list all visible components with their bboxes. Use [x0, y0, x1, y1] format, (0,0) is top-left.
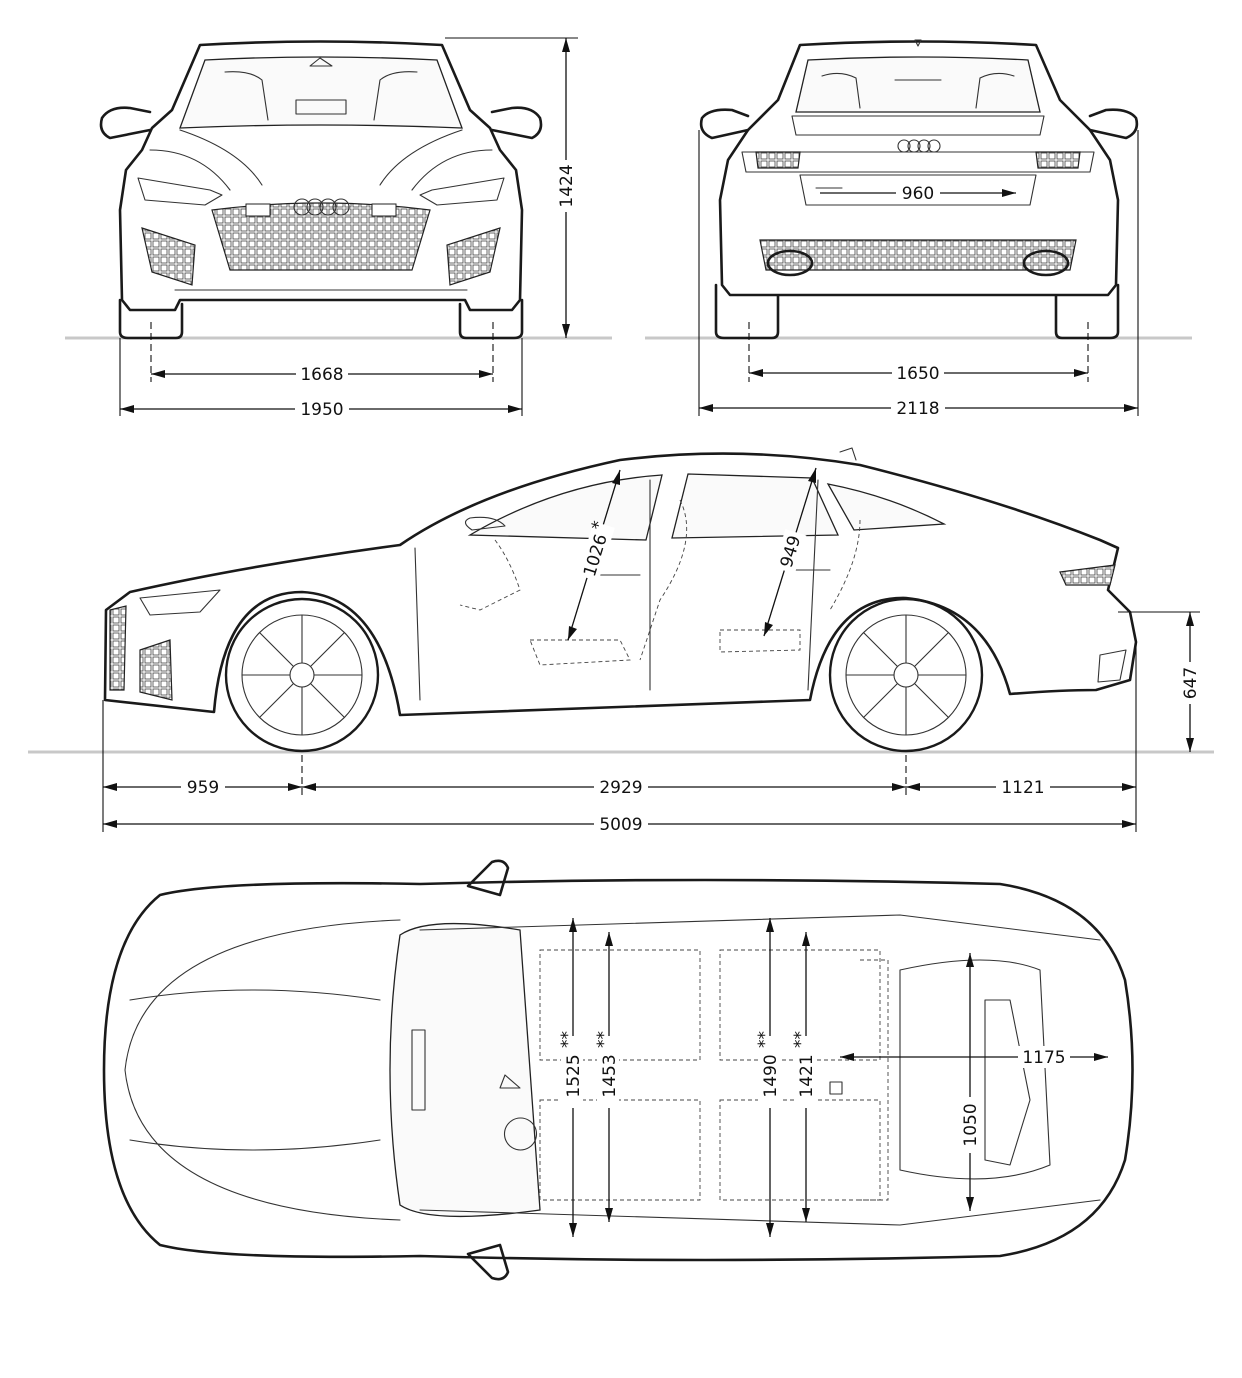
front-body-outline: [118, 40, 524, 312]
side-front-seat-ghost: [459, 539, 631, 666]
rear-antenna-icon: [914, 39, 922, 47]
top-seat-ghosts: [539, 949, 881, 1201]
dim-front-headroom: 1026: [580, 532, 612, 579]
dim-rear-elbow-mark: **: [791, 1031, 811, 1048]
side-front-window: [467, 474, 663, 541]
front-right-plate-sensor: [371, 203, 397, 217]
front-windshield: [179, 56, 463, 129]
front-view: [65, 40, 612, 340]
top-roof-lines: [419, 914, 1101, 1226]
top-console-icon: [829, 1081, 843, 1095]
front-left-tire: [118, 298, 184, 340]
dim-rear-track: 1650: [896, 364, 939, 384]
dim-front-shoulder-mark: **: [558, 1031, 578, 1048]
top-rear-bench-ghost: [860, 959, 889, 1201]
rear-right-exhaust: [1022, 249, 1070, 277]
top-hood-lines: [124, 919, 401, 1221]
rear-left-tire: [714, 283, 780, 340]
side-door-lines: [414, 479, 819, 701]
dim-rear-headroom: 949: [777, 533, 806, 570]
dim-rear-width: 2118: [896, 399, 939, 419]
side-rear-wheel: [828, 597, 984, 753]
front-right-mirror: [490, 106, 543, 140]
side-antenna: [839, 447, 857, 461]
rear-left-exhaust: [766, 249, 814, 277]
side-door-handles: [599, 569, 831, 576]
rear-left-mirror: [699, 108, 750, 140]
side-rear-window: [671, 473, 840, 539]
dim-loading-height: 647: [1181, 667, 1201, 699]
side-rear-diffuser: [1097, 649, 1127, 683]
rear-interior-detail: [821, 72, 1015, 109]
side-front-intake: [139, 639, 173, 701]
top-body-outline: [102, 878, 1134, 1262]
rear-window: [795, 56, 1041, 113]
rear-view: [645, 39, 1192, 340]
dim-front-elbow-mark: **: [594, 1031, 614, 1048]
dim-front-track: 1668: [300, 365, 343, 385]
dim-luggage-width: 1050: [961, 1103, 981, 1146]
dim-rear-overhang: 1121: [1001, 778, 1044, 798]
top-luggage-outline: [899, 959, 1051, 1180]
dim-overall-length: 5009: [599, 815, 642, 835]
dimension-lines: 1424 1668 1950 960 1650 2118: [102, 37, 1201, 1237]
side-view: [28, 447, 1214, 754]
front-left-intake: [141, 227, 196, 286]
rear-audi-rings: [897, 139, 941, 153]
side-front-grille: [109, 605, 127, 691]
front-left-mirror: [99, 106, 152, 140]
front-left-plate-sensor: [245, 203, 271, 217]
front-right-intake: [446, 227, 501, 286]
dim-rear-shoulder-mark: **: [755, 1031, 775, 1048]
dim-front-width: 1950: [300, 400, 343, 420]
top-view: [102, 859, 1134, 1281]
dim-front-shoulder: 1525: [564, 1054, 584, 1097]
rear-left-taillight: [755, 151, 801, 169]
dim-front-elbow: 1453: [600, 1054, 620, 1097]
side-headlight: [139, 589, 221, 616]
rear-right-taillight: [1035, 151, 1081, 169]
front-right-tire: [458, 298, 524, 340]
front-right-headlight: [419, 177, 505, 206]
rear-body-outline: [718, 40, 1120, 297]
top-luggage-detail: [984, 999, 1031, 1166]
top-left-mirror: [466, 859, 510, 897]
rear-spoiler: [791, 115, 1045, 136]
dim-front-height: 1424: [557, 164, 577, 207]
side-front-wheel: [224, 597, 380, 753]
dim-luggage-length: 1175: [1022, 1048, 1065, 1068]
rear-right-mirror: [1088, 108, 1139, 140]
front-audi-rings: [293, 198, 350, 216]
top-right-mirror: [466, 1243, 510, 1281]
front-hood-lines: [149, 129, 493, 191]
side-rear-seat-ghost: [639, 499, 861, 661]
front-left-headlight: [137, 177, 223, 206]
side-body-outline: [103, 452, 1138, 717]
dim-front-overhang: 959: [187, 778, 219, 798]
side-mirror: [464, 516, 506, 531]
rear-plate-recess: [799, 174, 1037, 206]
rear-light-bar: [741, 151, 1095, 173]
dim-rear-load-width: 960: [902, 184, 934, 204]
top-dashboard-detail: [411, 1029, 537, 1151]
dim-rear-elbow: 1421: [797, 1054, 817, 1097]
front-interior-detail: [224, 71, 418, 121]
side-quarter-window: [826, 483, 947, 531]
top-windshield: [389, 922, 541, 1218]
side-taillight: [1059, 564, 1116, 586]
dim-rear-shoulder: 1490: [761, 1054, 781, 1097]
front-sensor-icon: [309, 57, 333, 67]
dim-wheelbase: 2929: [599, 778, 642, 798]
rear-diffuser: [759, 239, 1077, 271]
rear-right-tire: [1054, 283, 1120, 340]
